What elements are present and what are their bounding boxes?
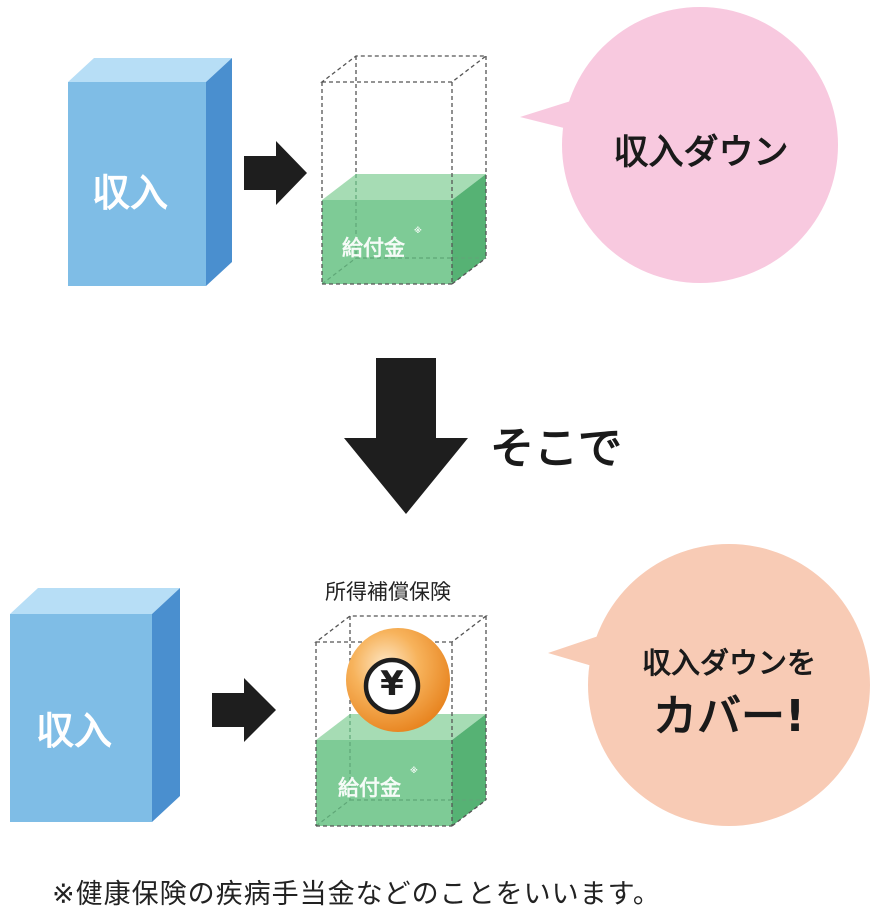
bubble-text-top: 収入ダウン [613, 133, 789, 173]
benefit-label-top: 給付金 [342, 236, 405, 260]
benefit-label-bottom: 給付金 [338, 776, 401, 800]
yen-coin-icon [346, 628, 450, 732]
arrow-right-bottom [212, 678, 276, 742]
speech-bubble-pink [520, 7, 838, 283]
transition-text: そこで [490, 423, 622, 474]
speech-bubble-peach [548, 544, 870, 826]
benefit-block-top [321, 174, 486, 285]
income-label-top: 収入 [92, 171, 169, 215]
income-cube-top [68, 58, 232, 286]
benefit-mark-top: ※ [414, 226, 422, 235]
benefit-mark-bottom: ※ [410, 766, 418, 775]
income-label-bottom: 収入 [36, 709, 113, 753]
yen-symbol: ¥ [380, 664, 404, 704]
income-cube-bottom [10, 588, 180, 822]
arrow-down [344, 358, 468, 514]
benefit-block-bottom [315, 714, 486, 827]
bubble-text-bottom-line2: カバー! [652, 691, 806, 742]
bubble-text-bottom-line1: 収入ダウンを [641, 646, 816, 680]
footnote: ※健康保険の疾病手当金などのことをいいます。 [52, 879, 661, 910]
arrow-right-top [244, 141, 307, 205]
empty-box-outline-top [320, 55, 488, 285]
insurance-label: 所得補償保険 [325, 580, 451, 604]
